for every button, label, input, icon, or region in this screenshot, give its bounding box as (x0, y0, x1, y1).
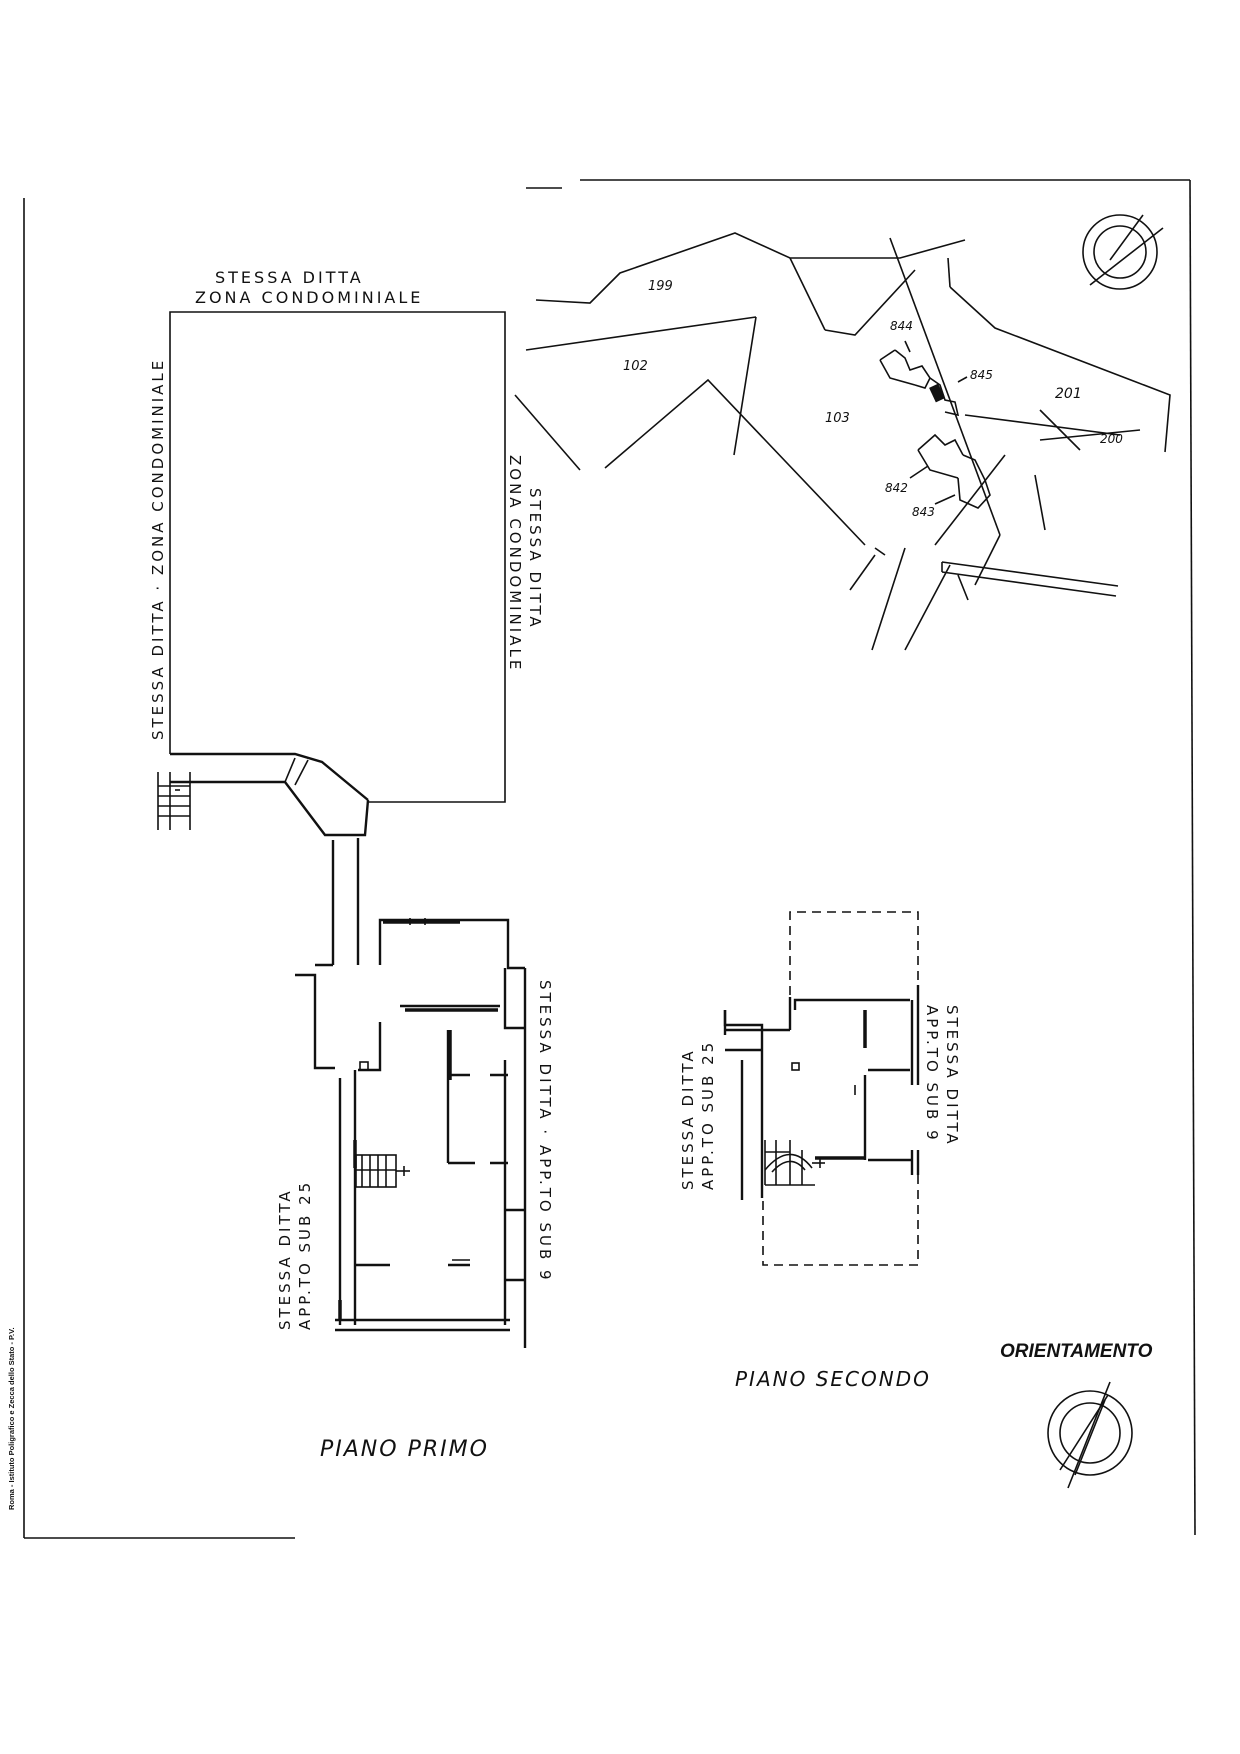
p1-left-label-1: STESSA DITTA (276, 1188, 294, 1330)
sheet-frame (23, 179, 1196, 1539)
top-zone-label: ZONA CONDOMINIALE (195, 288, 423, 307)
parcel-842: 842 (885, 481, 908, 495)
parcel-200: 200 (1100, 432, 1123, 446)
parcel-843: 843 (912, 505, 935, 519)
p2-right-label-2: APP.TO SUB 9 (923, 1005, 941, 1143)
left-vertical-label: STESSA DITTA · ZONA CONDOMINIALE (149, 358, 167, 740)
imprint-text: Roma - Istituto Poligrafico e Zecca dell… (7, 1327, 16, 1510)
p2-right-label-1: STESSA DITTA (943, 1005, 961, 1147)
p1-left-label-2: APP.TO SUB 25 (296, 1180, 314, 1330)
piano-primo-plan (295, 838, 527, 1348)
parcel-199: 199 (648, 279, 673, 294)
orientamento-title: ORIENTAMENTO (1000, 1341, 1153, 1362)
site-map: 199 102 103 201 200 844 845 842 843 (514, 232, 1171, 651)
top-owner-label: STESSA DITTA (215, 268, 364, 287)
p1-right-label: STESSA DITTA · APP.TO SUB 9 (536, 980, 554, 1283)
p2-left-label-2: APP.TO SUB 25 (699, 1040, 717, 1190)
parcel-102: 102 (623, 359, 648, 374)
condominium-zone (157, 311, 506, 837)
north-arrow-icon (1047, 1381, 1133, 1489)
right-vertical-label-1: STESSA DITTA (526, 488, 544, 630)
piano-secondo-title: PIANO SECONDO (735, 1367, 931, 1391)
parcel-845: 845 (970, 368, 993, 382)
p2-left-label-1: STESSA DITTA (679, 1048, 697, 1190)
compass-icon (1082, 214, 1164, 290)
parcel-201: 201 (1055, 386, 1082, 402)
parcel-103: 103 (825, 411, 850, 426)
piano-primo-title: PIANO PRIMO (320, 1437, 489, 1462)
piano-secondo-plan (723, 911, 920, 1266)
parcel-844: 844 (890, 319, 913, 333)
right-vertical-label-2: ZONA CONDOMINIALE (506, 455, 524, 672)
